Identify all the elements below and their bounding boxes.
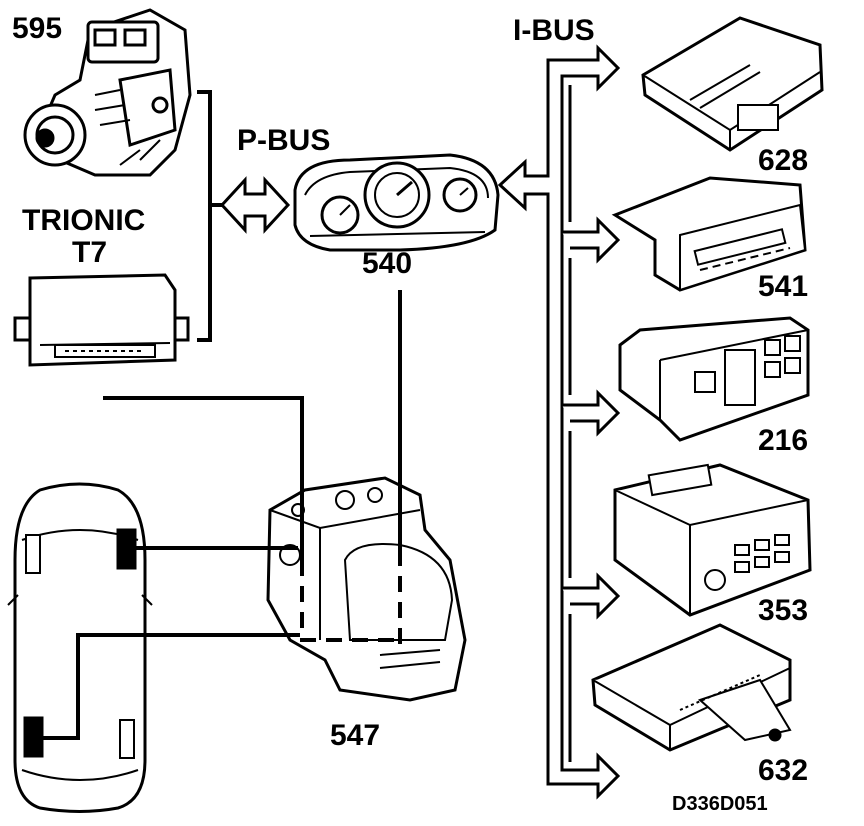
label-547: 547 (330, 719, 380, 752)
pbus-double-arrow (219, 176, 291, 234)
label-353: 353 (758, 594, 808, 627)
label-540: 540 (362, 247, 412, 280)
injection-pump-illustration (23, 8, 192, 177)
engine-bus-bracket (197, 90, 222, 342)
ecu-to-abs-dashed (300, 560, 400, 642)
abs-unit-illustration (266, 476, 467, 702)
ibus-bus-lines (497, 44, 621, 800)
label-628: 628 (758, 144, 808, 177)
label-pbus: P-BUS (237, 124, 330, 157)
trionic-ecu-illustration (13, 273, 190, 367)
module-541-illustration (611, 176, 807, 292)
instrument-cluster-illustration (293, 153, 500, 252)
label-ibus: I-BUS (513, 14, 595, 47)
label-595: 595 (12, 12, 62, 45)
module-216-illustration (618, 316, 810, 442)
module-353-illustration (613, 463, 812, 617)
label-trionic: TRIONIC (22, 204, 145, 237)
label-drawing-ref: D336D051 (672, 793, 768, 815)
rear-wheel-sensor-line (42, 633, 300, 740)
label-t7: T7 (72, 236, 107, 269)
label-632: 632 (758, 754, 808, 787)
module-628-illustration (641, 16, 824, 152)
module-632-illustration (591, 623, 792, 752)
ecu-to-abs-line (103, 396, 304, 560)
label-541: 541 (758, 270, 808, 303)
label-216: 216 (758, 424, 808, 457)
